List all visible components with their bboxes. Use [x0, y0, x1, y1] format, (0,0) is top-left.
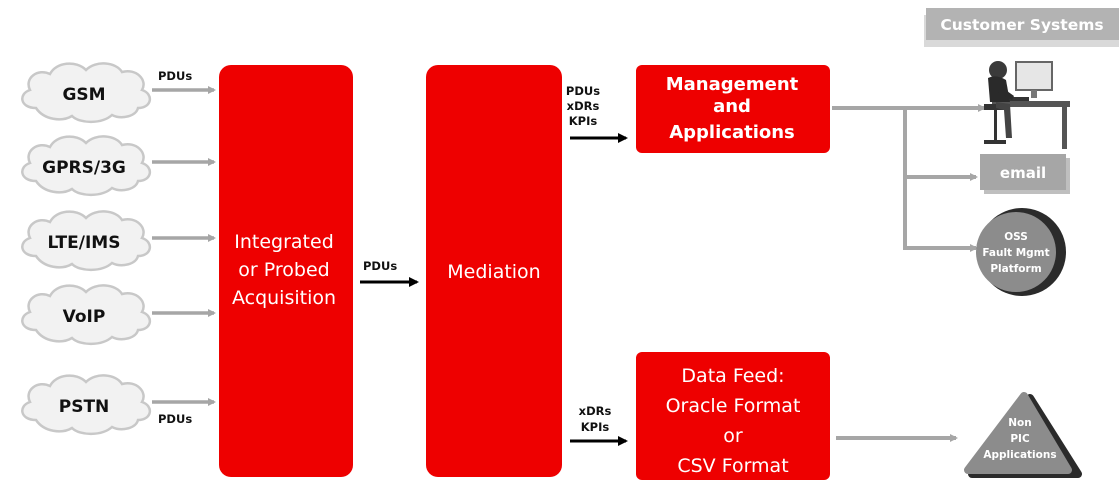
management-line-3: Applications [669, 122, 795, 143]
source-label: GSM [62, 85, 105, 105]
email-box [980, 154, 1066, 190]
source-cloud-pstn: PSTN [21, 374, 152, 436]
management-line-1: Management [666, 74, 799, 95]
acquisition-line-2: or Probed [238, 259, 329, 281]
email-label: email [1000, 164, 1046, 182]
source-cloud-gsm: GSM [21, 62, 152, 124]
datafeed-input-label-2: KPIs [581, 420, 610, 434]
non-pic-line-3: Applications [983, 449, 1056, 461]
management-box [636, 65, 830, 153]
source-cloud-lte: LTE/IMS [21, 210, 152, 272]
management-line-2: and [713, 96, 751, 117]
acquisition-line-3: Acquisition [232, 287, 336, 309]
pdu-label-top: PDUs [158, 69, 192, 83]
management-input-label-3: KPIs [569, 114, 598, 128]
source-cloud-voip: VoIP [21, 284, 152, 346]
source-label: PSTN [59, 397, 110, 417]
mediation-label: Mediation [447, 261, 540, 283]
customer-systems-label: Customer Systems [940, 16, 1103, 34]
source-label: VoIP [63, 307, 106, 327]
acquisition-line-1: Integrated [234, 231, 334, 253]
oss-line-2: Fault Mgmt [982, 247, 1049, 259]
management-input-label-2: xDRs [567, 99, 600, 113]
source-cloud-gprs: GPRS/3G [21, 135, 152, 197]
datafeed-line-1: Data Feed: [681, 365, 784, 387]
oss-platform-icon: OSS Fault Mgmt Platform [976, 208, 1066, 296]
source-label: LTE/IMS [48, 233, 121, 253]
management-input-label-1: PDUs [566, 84, 600, 98]
source-label: GPRS/3G [42, 158, 126, 178]
customer-systems-tab [926, 8, 1119, 40]
datafeed-line-4: CSV Format [677, 455, 788, 477]
non-pic-applications-icon: Non PIC Applications [964, 392, 1082, 478]
datafeed-box [636, 352, 830, 480]
acquisition-box [219, 65, 353, 477]
user-at-desk-icon [984, 61, 1070, 149]
pdu-label-bottom: PDUs [158, 412, 192, 426]
datafeed-line-2: Oracle Format [666, 395, 801, 417]
oss-line-1: OSS [1004, 231, 1028, 243]
non-pic-line-1: Non [1008, 417, 1031, 429]
mediation-box [426, 65, 562, 477]
datafeed-input-label-1: xDRs [579, 404, 612, 418]
acq-to-mediation-label: PDUs [363, 259, 397, 273]
non-pic-line-2: PIC [1010, 433, 1030, 445]
datafeed-line-3: or [723, 425, 743, 447]
oss-line-3: Platform [990, 263, 1041, 275]
